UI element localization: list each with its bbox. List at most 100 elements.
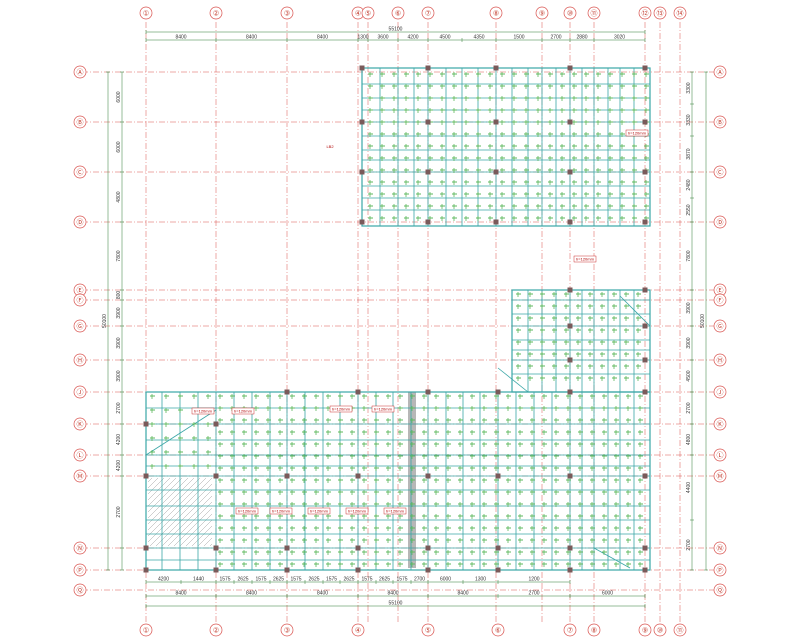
axis-bubble-top-circle [638,6,652,20]
axis-bubble-right-circle [713,353,727,367]
axis-bubble-right-circle [713,541,727,555]
axis-bubble-bottom-label: ④ [355,627,361,635]
column [642,287,648,293]
axis-bubble-bottom-circle [653,623,667,637]
dim-top-label: 2700 [550,35,561,41]
column [425,119,431,125]
column [425,545,431,551]
column [567,219,573,225]
axis-bubble-right-label: Ⓓ [717,219,724,227]
axis-bubble-bottom-label: ② [213,627,219,635]
axis-bubble-left-label: Ⓙ [77,389,84,397]
dim-right-total-label: 50100 [700,314,706,328]
axis-bubble-bottom-label: ⑤ [425,627,431,635]
column [143,473,149,479]
axis-bubble-right-label: Ⓚ [717,421,724,429]
diagonal-beam [145,409,217,456]
axis-bubble-left-label: Ⓒ [77,169,84,177]
axis-bubble-top-label: ④ [355,10,361,18]
axis-bubble-bottom-circle [587,623,601,637]
dim-right-label: 3330 [686,114,692,125]
dim-bottom-1-label: 1575 [361,577,372,583]
dim-bottom-2-label: 6000 [602,591,613,597]
dim-left-label: 6000 [116,141,122,152]
dim-top-label: 4500 [439,35,450,41]
axis-bubble-left-circle [73,115,87,129]
slab-tag-label: h=120mm [194,409,213,414]
column [567,323,573,329]
axis-bubble-top-label: ⑤ [365,10,371,18]
axis-bubble-right-label: Ⓝ [717,545,724,553]
axis-bubble-left-circle [73,448,87,462]
axis-bubble-left-circle [73,215,87,229]
column [567,389,573,395]
axis-bubble-left-circle [73,65,87,79]
dim-top-label: 4350 [473,35,484,41]
dim-bottom-2-label: 8400 [457,591,468,597]
axis-bubble-left-label: Ⓖ [77,323,84,331]
slab-tag-label: h=120mm [628,131,647,136]
dim-bottom-1-label: 2625 [343,577,354,583]
dim-left-label: 3900 [116,307,122,318]
dim-bottom-1-label: 2625 [273,577,284,583]
slab-tag-label: h=120mm [386,509,405,514]
slab-tag-box [371,405,395,413]
dim-bottom-1-label: 1300 [475,577,486,583]
dim-bottom-1-label: 1575 [219,577,230,583]
dim-right-label: 3870 [686,148,692,159]
dim-right-label: 3300 [686,82,692,93]
slab-tag-box [191,407,215,415]
axis-bubble-right-circle [713,293,727,307]
column [567,473,573,479]
dim-top-label: 8400 [317,35,328,41]
column [493,219,499,225]
axis-bubble-right-label: Ⓑ [717,119,724,127]
axis-bubble-bottom-circle [421,623,435,637]
column [359,219,365,225]
axis-bubble-left-circle [73,165,87,179]
column [495,473,501,479]
axis-bubble-left-label: Ⓑ [77,119,84,127]
dim-bottom-1-label: 1575 [290,577,301,583]
axis-bubble-top-label: ⑭ [677,10,684,18]
column [213,567,219,573]
slab-tag-label: h=120mm [238,509,257,514]
dim-bottom-1-label: 1575 [326,577,337,583]
dim-left-label: 800 [116,291,122,300]
axis-bubble-left-circle [73,353,87,367]
axis-bubble-right-label: Ⓛ [717,452,724,460]
column [359,119,365,125]
dim-left-label: 4200 [116,434,122,445]
slab-tag-box [345,507,369,515]
column [495,389,501,395]
axis-bubble-bottom-circle [563,623,577,637]
column [355,545,361,551]
axis-bubble-left-label: Ⓛ [77,452,84,460]
dim-left-label: 7800 [116,250,122,261]
dim-bottom-1-label: 2625 [308,577,319,583]
axis-bubble-left-label: Ⓔ [77,287,84,295]
column [355,567,361,573]
dim-right-label: 7800 [686,250,692,261]
axis-bubble-left-label: Ⓕ [77,297,84,305]
axis-bubble-left-label: Ⓐ [77,69,84,77]
column [567,287,573,293]
dim-bottom-1-label: 1575 [255,577,266,583]
diagonal-beam [497,367,529,393]
axis-bubble-right-circle [713,448,727,462]
column [213,421,219,427]
axis-bubble-left-circle [73,541,87,555]
axis-bubble-left-circle [73,293,87,307]
axis-bubble-right-circle [713,417,727,431]
column-layer [143,65,648,573]
dim-right-label: 4400 [686,482,692,493]
slab-tag-box [307,507,331,515]
dim-left-total-label: 50100 [102,314,108,328]
axis-bubble-right-label: Ⓗ [717,357,724,365]
axis-bubble-left-label: Ⓠ [77,587,84,595]
axis-bubble-right-label: Ⓟ [717,567,724,575]
axis-bubble-right-label: Ⓕ [717,297,724,305]
axis-bubble-right-label: Ⓒ [717,169,724,177]
dim-bottom-total-label: 55100 [389,601,403,607]
